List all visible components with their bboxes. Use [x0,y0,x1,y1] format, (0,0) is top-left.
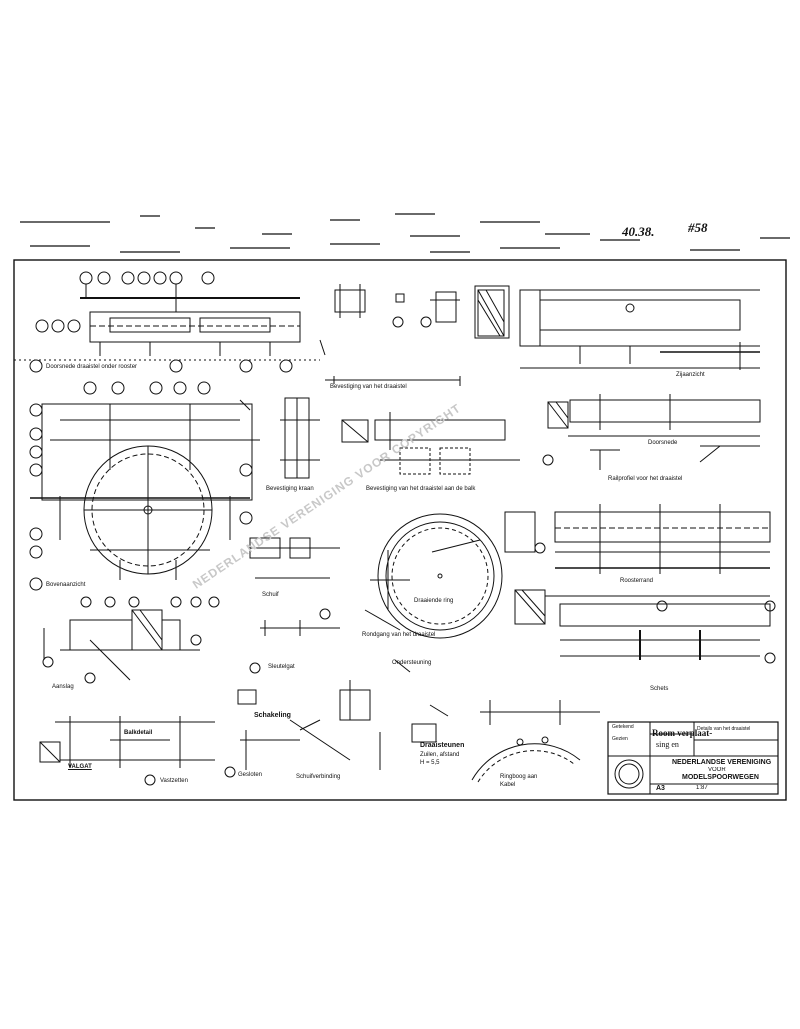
label-vastzetten: Vastzetten [160,778,188,784]
label-roosterrand: Roosterrand [620,578,654,584]
label-bevestiging-balk: Bevestiging van het draaistel aan de bal… [366,486,476,492]
label-draaiende-ring: Draaiende ring [414,598,454,604]
bottom-arc [471,700,600,783]
label-sleutelgat: Sleutelgat [268,664,295,670]
title-block-org-line2: VOOR [708,767,726,773]
label-schuifverbinding: Schuifverbinding [296,774,341,780]
bottom-middle-details [224,659,449,778]
right-details [542,394,761,470]
title-block-drawn: Getekend [612,724,634,730]
ref-number-right: #58 [688,220,708,235]
turntable-plan-left [29,381,260,591]
ref-number-left: 40.38. [622,224,655,239]
right-long-elevation [504,504,776,664]
central-ring [364,513,503,639]
label-schets: Schets [650,686,669,692]
left-lower-detail [42,596,220,684]
label-schuif: Schuif [262,592,279,598]
title-block-drawing-title2: sing en [656,740,679,749]
label-doorsnede: Doorsnede [648,440,678,446]
middle-left-details [249,537,340,674]
title-block-drawing-title: Room verplaat- [652,728,713,738]
sheet-frame [13,259,787,801]
label-zuilen-afstand: Zuilen, afstand [420,752,460,758]
title-block-description: Details van het draaistel [697,726,751,732]
label-bevestiging: Bevestiging van het draaistel [330,384,407,390]
title-block-sheet-no: A3 [656,785,665,792]
label-balkdetail: Balkdetail [124,730,153,736]
title-block-org-line3: MODELSPOORWEGEN [682,774,759,781]
label-draaisteunen: Draaisteunen [420,742,465,749]
label-bevestiging-kraan: Bevestiging kraan [266,486,314,492]
label-kabel: Kabel [500,782,516,788]
bogie-side-view [29,271,326,373]
label-ringboog: Ringboog aan [500,774,538,780]
top-right-elevation [519,289,760,370]
central-rail-detail [280,376,520,479]
title-block-checked: Gezien [612,736,628,742]
label-rondgang: Rondgang van het draaistel [362,632,436,638]
label-railprofiel: Railprofiel voor het draaistel [608,476,683,482]
label-valgat: VALGAT [68,764,92,770]
label-zijaanzicht: Zijaanzicht [676,372,705,378]
label-aanslag: Aanslag [52,684,74,690]
header-marks [20,213,790,253]
bottom-left-beam [39,716,215,786]
label-gesloten: Gesloten [238,772,263,778]
label-schakeling: Schakeling [254,712,291,719]
label-bovenaanzicht: Bovenaanzicht [46,582,86,588]
title-block-org-line1: NEDERLANDSE VERENIGING [672,759,772,766]
small-detail-top [334,284,510,339]
title-block-scale: 1:87 [696,785,708,791]
label-ondersteuning: Ondersteuning [392,660,432,666]
label-zuilen-hoogte: H = 5,5 [420,760,440,766]
label-doorsnede-rooster: Doorsnede draaistel onder rooster [46,364,138,370]
title-block-lines [607,721,779,795]
